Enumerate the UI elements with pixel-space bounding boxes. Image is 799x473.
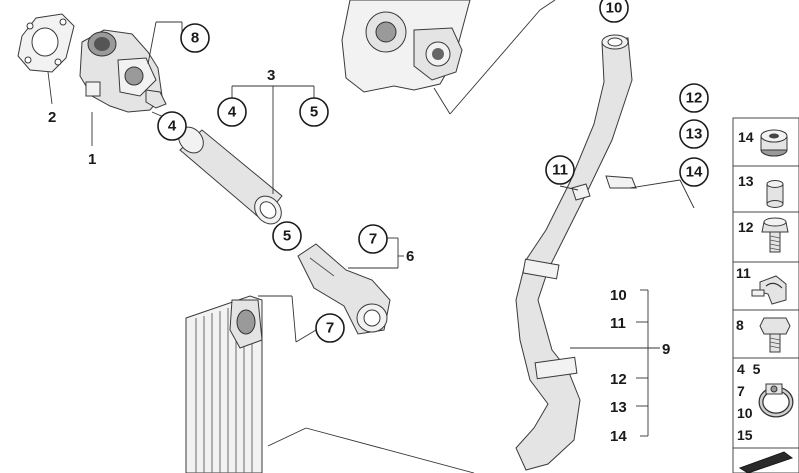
elbow-hose-part [297, 243, 391, 335]
legend-clamp-line-3: 10 [737, 405, 753, 421]
throttle-body-part [79, 29, 167, 113]
callout-8: 8 [180, 23, 210, 53]
legend-item-hose-clamp: 4 5 7 10 15 [732, 357, 799, 449]
label-9: 9 [662, 341, 670, 358]
callout-4-group: 4 [217, 97, 247, 127]
legend-item-14-label: 14 [738, 129, 754, 145]
charge-pipe-part [515, 34, 637, 471]
group9-item-10: 10 [610, 287, 627, 304]
turbocharger-part [341, 0, 471, 93]
callout-5-lower: 5 [272, 221, 302, 251]
callout-13: 13 [679, 119, 709, 149]
callout-8-text: 8 [191, 30, 199, 47]
callout-14: 14 [679, 157, 709, 187]
callout-11: 11 [545, 155, 575, 185]
group9-item-13: 13 [610, 399, 627, 416]
legend-clamp-line-4: 15 [737, 427, 753, 443]
callout-4-upper-text: 4 [168, 118, 177, 135]
legend-item-8-label: 8 [736, 317, 744, 333]
clip-icon [751, 275, 787, 305]
callout-7-lower: 7 [315, 313, 345, 343]
callout-13-text: 13 [686, 126, 703, 143]
gasket-part [17, 13, 75, 73]
legend-item-8: 8 [732, 309, 799, 359]
callout-10: 10 [599, 0, 629, 23]
callout-5-lower-text: 5 [283, 228, 291, 245]
sleeve-icon [766, 180, 784, 208]
callout-5-group: 5 [299, 97, 329, 127]
callout-5-group-text: 5 [310, 104, 318, 121]
label-1: 1 [88, 151, 96, 168]
group9-item-14: 14 [610, 428, 627, 445]
legend-clamp-line-2: 7 [737, 383, 745, 399]
legend-strip: 14 13 12 [732, 117, 799, 473]
seal-strip-icon [738, 451, 794, 473]
legend-item-11-label: 11 [736, 265, 751, 281]
label-2: 2 [48, 109, 56, 126]
callout-7-group-text: 7 [369, 231, 377, 248]
intercooler-part [185, 295, 263, 473]
callout-12-text: 12 [686, 90, 703, 107]
legend-item-13: 13 [732, 165, 799, 213]
grommet-icon [760, 129, 788, 157]
legend-item-seal [732, 447, 799, 473]
legend-clamp-line-1: 4 5 [737, 361, 761, 377]
label-6: 6 [406, 248, 414, 265]
hose-clamp-icon [758, 383, 794, 418]
bolt-icon [761, 217, 789, 253]
callout-12: 12 [679, 83, 709, 113]
leader-lines [47, 0, 695, 473]
callout-10-text: 10 [606, 0, 623, 17]
legend-item-12: 12 [732, 211, 799, 263]
callout-4-group-text: 4 [228, 104, 237, 121]
legend-item-13-label: 13 [738, 173, 754, 189]
label-3: 3 [267, 67, 275, 84]
group9-item-11: 11 [610, 315, 626, 332]
callout-7-lower-text: 7 [326, 320, 334, 337]
legend-item-12-label: 12 [738, 219, 754, 235]
callout-14-text: 14 [686, 164, 703, 181]
group9-item-12: 12 [610, 371, 627, 388]
callout-7-group: 7 [358, 224, 388, 254]
callout-11-text: 11 [552, 162, 568, 179]
legend-item-11: 11 [732, 261, 799, 311]
callout-4-upper: 4 [157, 111, 187, 141]
legend-item-14: 14 [732, 117, 799, 167]
pipe-3-part [178, 126, 283, 225]
hex-bolt-icon [759, 317, 791, 353]
